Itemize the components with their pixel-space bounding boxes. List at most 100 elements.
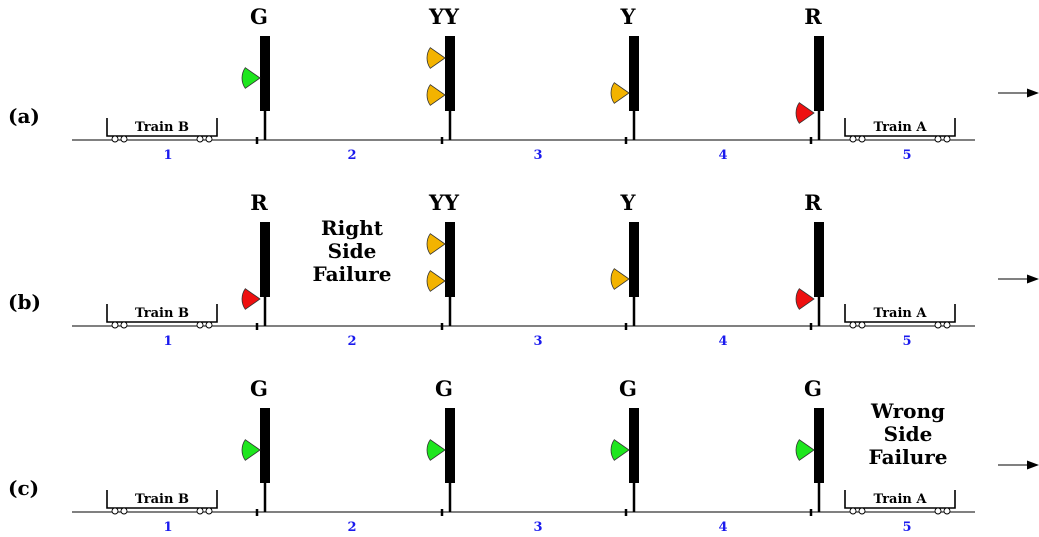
train-wheel [943, 135, 951, 143]
signal-1: G [241, 376, 270, 516]
train-wheel [849, 507, 857, 515]
train-label: Train B [135, 492, 189, 507]
train-wheel [111, 321, 119, 329]
scenario-label: (a) [8, 104, 40, 128]
train-wheel [849, 135, 857, 143]
train-wheel [858, 321, 866, 329]
signal-aspect-label: YY [428, 190, 460, 215]
arrowhead [1027, 88, 1039, 98]
train-a: Train A [844, 304, 956, 329]
section-number: 5 [902, 334, 911, 349]
section-number: 4 [718, 520, 727, 535]
failure-note-line: Side [328, 239, 377, 263]
train-wheel [205, 321, 213, 329]
signal-aspect-label: G [619, 376, 637, 401]
signal-4: G [795, 376, 824, 516]
train-wheel [943, 321, 951, 329]
train-wheel [943, 507, 951, 515]
train-wheel [120, 507, 128, 515]
signal-aspect-label: R [804, 4, 822, 29]
failure-note-line: Right [321, 216, 384, 240]
signal-1: G [241, 4, 270, 144]
signal-head [629, 222, 639, 297]
signal-1: R [241, 190, 270, 330]
train-label: Train B [135, 120, 189, 135]
train-wheel [858, 135, 866, 143]
signal-3: G [610, 376, 639, 516]
green-aspect-lamp [241, 67, 261, 89]
green-aspect-lamp [426, 439, 446, 461]
train-b: Train B [106, 490, 218, 515]
signal-head [814, 408, 824, 483]
arrowhead [1027, 274, 1039, 284]
signal-aspect-label: G [435, 376, 453, 401]
signal-head [260, 36, 270, 111]
train-label: Train B [135, 306, 189, 321]
section-number: 4 [718, 334, 727, 349]
section-number: 5 [902, 148, 911, 163]
signal-2: G [426, 376, 455, 516]
signal-3: Y [610, 190, 639, 330]
signal-aspect-label: G [804, 376, 822, 401]
train-a: Train A [844, 490, 956, 515]
train-a: Train A [844, 118, 956, 143]
train-wheel [858, 507, 866, 515]
arrowhead [1027, 460, 1039, 470]
yellow-aspect-lamp [426, 47, 446, 69]
train-wheel [205, 135, 213, 143]
signal-4: R [795, 4, 824, 144]
train-wheel [196, 507, 204, 515]
train-wheel [934, 135, 942, 143]
train-wheel [934, 507, 942, 515]
train-wheel [934, 321, 942, 329]
section-number: 2 [347, 334, 356, 349]
signal-aspect-label: R [250, 190, 268, 215]
train-label: Train A [873, 306, 927, 321]
section-number: 3 [533, 520, 542, 535]
signal-aspect-label: G [250, 4, 268, 29]
signal-aspect-label: YY [428, 4, 460, 29]
section-number: 5 [902, 520, 911, 535]
failure-note-line: Failure [868, 445, 947, 469]
red-aspect-lamp [241, 288, 261, 310]
signal-4: R [795, 190, 824, 330]
section-number: 1 [163, 148, 172, 163]
signal-head [260, 408, 270, 483]
train-wheel [205, 507, 213, 515]
signal-head [814, 222, 824, 297]
train-wheel [120, 135, 128, 143]
failure-note-line: Failure [312, 262, 391, 286]
section-number: 3 [533, 148, 542, 163]
signal-aspect-label: R [804, 190, 822, 215]
signal-head [629, 408, 639, 483]
signal-head [814, 36, 824, 111]
signal-head [445, 222, 455, 297]
section-number: 2 [347, 148, 356, 163]
green-aspect-lamp [610, 439, 630, 461]
yellow-aspect-lamp [610, 268, 630, 290]
signal-head [445, 408, 455, 483]
section-number: 1 [163, 334, 172, 349]
train-wheel [120, 321, 128, 329]
yellow-aspect-lamp [610, 82, 630, 104]
red-aspect-lamp [795, 288, 815, 310]
signal-aspect-label: G [250, 376, 268, 401]
scenario-label: (c) [8, 476, 39, 500]
section-number: 3 [533, 334, 542, 349]
failure-note-line: Side [884, 422, 933, 446]
train-wheel [111, 507, 119, 515]
train-label: Train A [873, 492, 927, 507]
yellow-aspect-lamp [426, 270, 446, 292]
train-wheel [196, 135, 204, 143]
yellow-aspect-lamp [426, 84, 446, 106]
train-wheel [196, 321, 204, 329]
signal-3: Y [610, 4, 639, 144]
train-b: Train B [106, 118, 218, 143]
signal-2: YY [426, 4, 460, 144]
section-number: 2 [347, 520, 356, 535]
section-number: 1 [163, 520, 172, 535]
